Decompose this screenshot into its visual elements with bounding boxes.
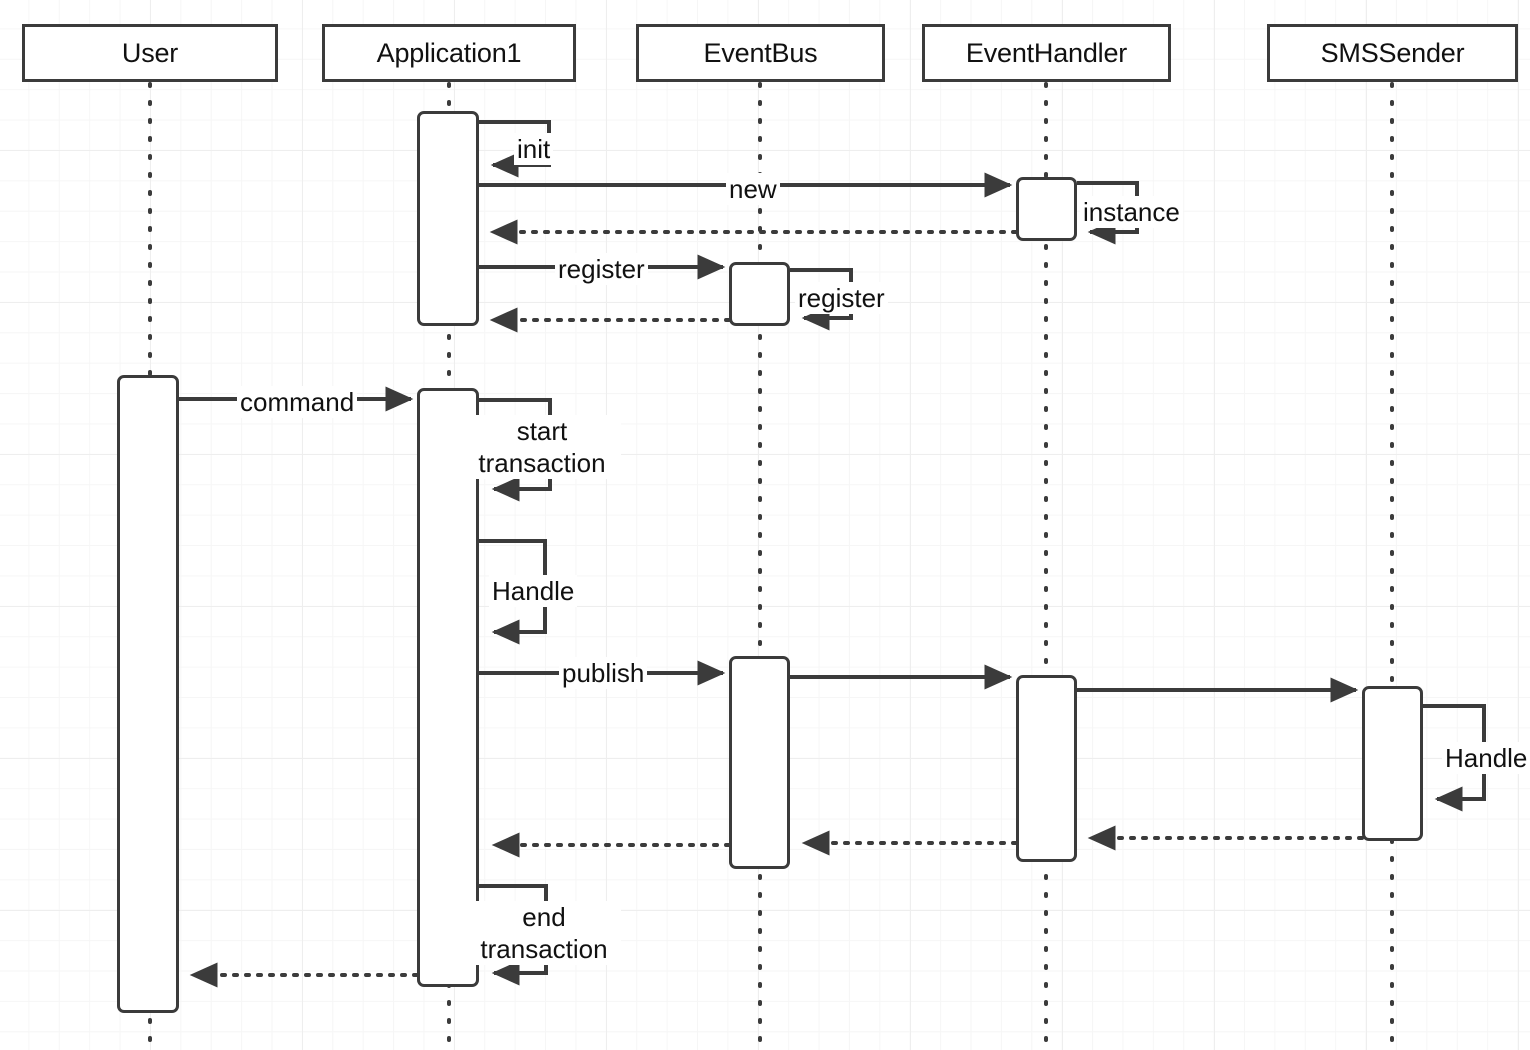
activation-eventbus-publish[interactable] [729, 656, 790, 869]
lifeline-label-user: User [121, 37, 179, 68]
activation-user[interactable] [117, 375, 179, 1013]
activation-application1-command[interactable] [417, 388, 479, 987]
activation-eventbus-register[interactable] [729, 262, 790, 326]
lifeline-label-eventhandler: EventHandler [965, 37, 1128, 68]
message-label-register: register [555, 253, 648, 286]
activation-smssender-handle[interactable] [1362, 686, 1423, 841]
lifeline-header-eventbus[interactable]: EventBus [636, 24, 885, 82]
lifeline-header-smssender[interactable]: SMSSender [1267, 24, 1518, 82]
lifeline-label-eventbus: EventBus [703, 37, 818, 68]
activation-application1-init[interactable] [417, 111, 479, 326]
message-label-handle-smssender: Handle [1442, 742, 1530, 775]
lifeline-header-eventhandler[interactable]: EventHandler [922, 24, 1171, 82]
lifeline-dashes [148, 82, 1394, 1050]
lifeline-label-application1: Application1 [376, 37, 522, 68]
message-label-end-transaction: end transaction [467, 901, 621, 966]
activation-eventhandler-handle[interactable] [1016, 675, 1077, 862]
message-label-command: command [237, 386, 358, 419]
message-label-publish: publish [559, 657, 648, 690]
lifeline-label-smssender: SMSSender [1320, 37, 1465, 68]
messages-layer [179, 120, 1486, 988]
lifeline-header-application1[interactable]: Application1 [322, 24, 576, 82]
message-label-new: new [726, 173, 780, 206]
message-label-start-transaction: start transaction [463, 415, 621, 480]
message-label-instance: instance [1080, 196, 1183, 229]
lifeline-header-user[interactable]: User [22, 24, 278, 82]
message-label-register-self: register [795, 282, 888, 315]
message-label-init: init [514, 133, 554, 166]
activation-eventhandler-new[interactable] [1016, 177, 1077, 241]
message-label-handle-application1: Handle [489, 575, 578, 608]
